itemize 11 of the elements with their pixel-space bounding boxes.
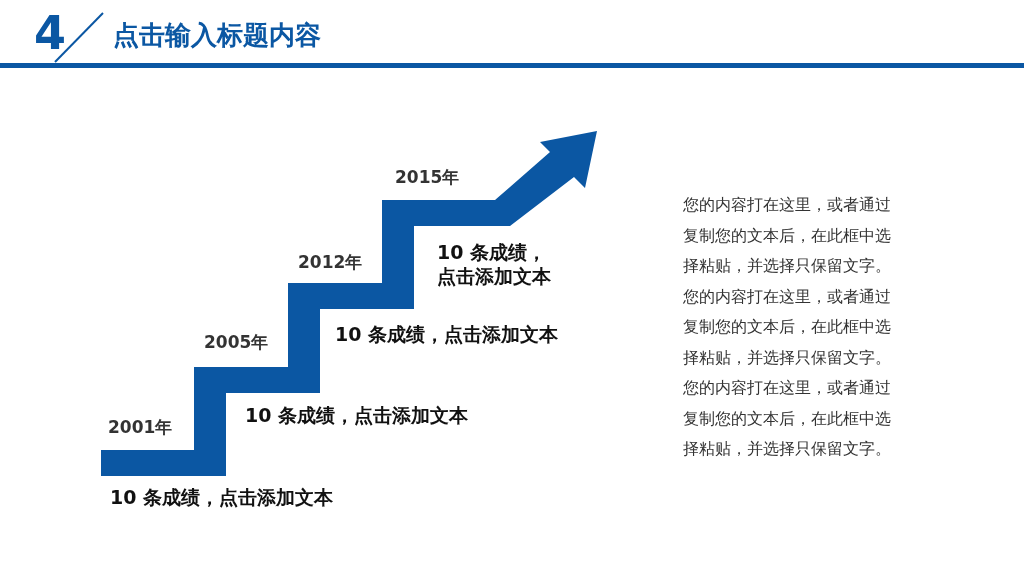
- year-label: 2001年: [108, 417, 173, 438]
- milestone-text: 10 条成绩，点击添加文本: [335, 323, 559, 346]
- year-label: 2015年: [395, 167, 460, 188]
- milestone-text: 10 条成绩，点击添加文本: [245, 404, 469, 427]
- milestone-text: 10 条成绩，点击添加文本: [110, 486, 334, 509]
- milestone-text: 10 条成绩，点击添加文本: [437, 241, 552, 289]
- slide-title: 点击输入标题内容: [113, 20, 321, 52]
- year-label: 2012年: [298, 252, 363, 273]
- year-label: 2005年: [204, 332, 269, 353]
- section-number: 4: [34, 10, 66, 56]
- body-paragraph: 您的内容打在这里，或者通过复制您的文本后，在此框中选择粘贴，并选择只保留文字。您的内容打在这里，或者通过复制您的文本后，在此框中选择粘贴，并选择只保留文字。您的内容打在这里，或者通过复制您的文本后，在此框中选择粘贴，并选择只保留文字。: [683, 194, 892, 460]
